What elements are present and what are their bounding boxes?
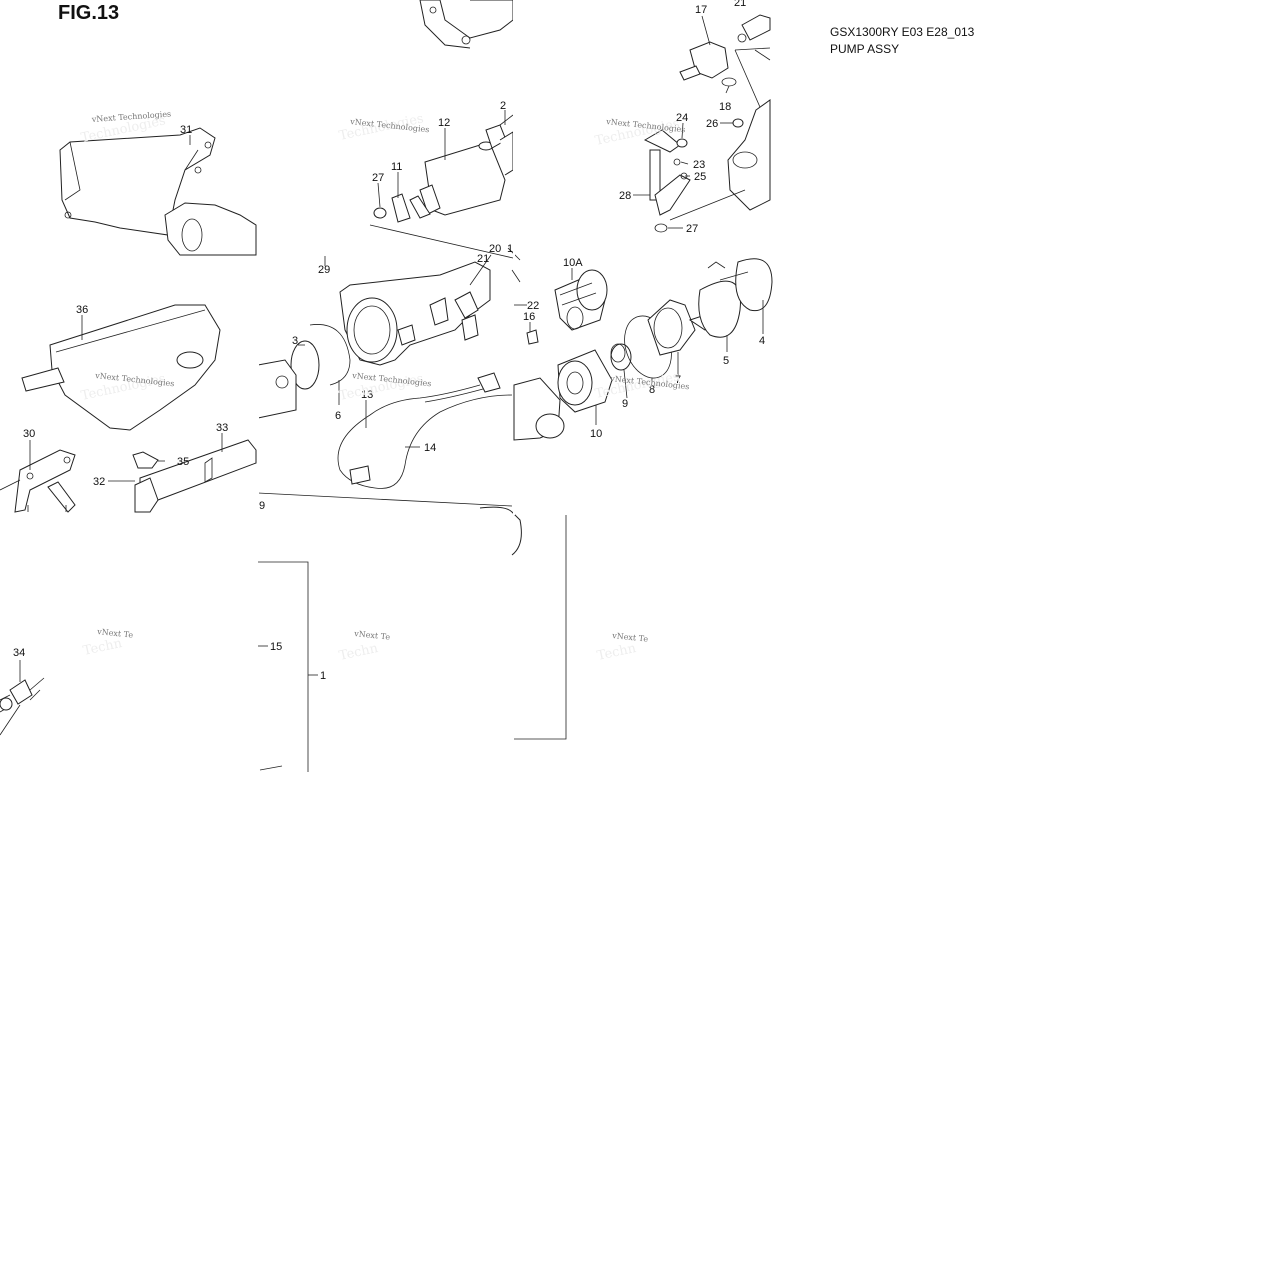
callout-13: 13: [361, 389, 373, 401]
callout-1-frame: 1: [320, 670, 326, 682]
callout-labels: 31 12 11 27 2 17 21 18 26 24 23 25 28 27…: [13, 0, 765, 682]
lead-wire-13-14-drawing: [337, 372, 513, 489]
watermark-bg: Techn: [596, 641, 638, 664]
callout-10a: 10A: [563, 257, 583, 269]
callout-18: 18: [719, 101, 731, 113]
callout-9-frame: 9: [259, 500, 265, 512]
callout-23: 23: [693, 159, 705, 171]
exploded-parts-diagram: 31 12 11 27 2 17 21 18 26 24 23 25 28 27…: [0, 0, 773, 772]
callout-9-filter: 9: [622, 398, 628, 410]
watermark-text: vNext Te: [353, 629, 391, 642]
callout-32: 32: [93, 476, 105, 488]
callout-2: 2: [500, 100, 506, 112]
callout-28: 28: [619, 190, 631, 202]
tile-seams: [257, 0, 515, 518]
callout-12: 12: [438, 117, 450, 129]
callout-33: 33: [216, 422, 228, 434]
callout-11: 11: [391, 161, 402, 173]
figure-title: FIG.13: [58, 2, 120, 24]
leader-lines: [19, 15, 764, 682]
fuel-hose-32-33-drawing: [132, 439, 257, 513]
callout-20: 20: [489, 243, 501, 255]
callout-21-top: 21: [734, 0, 746, 9]
callout-5: 5: [723, 355, 729, 367]
callout-26: 26: [706, 118, 718, 130]
watermark-text: vNext Te: [96, 627, 134, 640]
callout-4: 4: [759, 335, 765, 347]
callout-34: 34: [13, 647, 25, 659]
callout-14: 14: [424, 442, 436, 454]
watermark-text: vNext Te: [611, 631, 649, 644]
spring-gasket-drawing: [610, 258, 773, 379]
diagram-caption: GSX1300RY E03 E28_013 PUMP ASSY: [830, 24, 974, 58]
watermark-bg: Techn: [338, 641, 380, 664]
callout-17: 17: [695, 4, 707, 16]
callout-35: 35: [177, 456, 189, 468]
callout-16: 16: [523, 311, 535, 323]
callout-15: 15: [270, 641, 282, 653]
fuel-pump-12-drawing: [369, 114, 514, 259]
clamp-34-fragment: [0, 677, 45, 736]
cover-36-drawing: [21, 304, 221, 431]
callout-24: 24: [676, 112, 688, 124]
fuel-filter-10a-drawing: [554, 269, 608, 331]
callout-25: 25: [694, 171, 706, 183]
bracket-30-drawing: [0, 449, 76, 513]
callout-27-joint: 27: [686, 223, 698, 235]
assembly-frame-lines: [257, 492, 567, 772]
callout-29: 29: [318, 264, 330, 276]
callout-8: 8: [649, 384, 655, 396]
fuel-filter-10-drawing: [513, 329, 613, 441]
hose-joint-assembly-drawing: [643, 129, 746, 233]
pressure-regulator-drawing: [679, 14, 771, 211]
callout-7: 7: [675, 374, 681, 386]
callout-1-case: 1: [507, 243, 513, 255]
callout-30: 30: [23, 428, 35, 440]
callout-21-case: 21: [477, 253, 489, 265]
bracket-31-drawing: [59, 127, 257, 256]
bracket-top-fragment: [419, 0, 514, 49]
fuel-pump-case-drawing: [257, 261, 521, 419]
callout-10: 10: [590, 428, 602, 440]
callout-6: 6: [335, 410, 341, 422]
callout-3: 3: [292, 335, 298, 347]
callout-36: 36: [76, 304, 88, 316]
callout-31: 31: [180, 124, 192, 136]
model-code: GSX1300RY E03 E28_013: [830, 25, 975, 39]
callout-27-pump: 27: [372, 172, 384, 184]
watermark-bg: Techn: [82, 636, 124, 659]
assembly-name: PUMP ASSY: [830, 42, 900, 56]
callout-22: 22: [527, 300, 539, 312]
